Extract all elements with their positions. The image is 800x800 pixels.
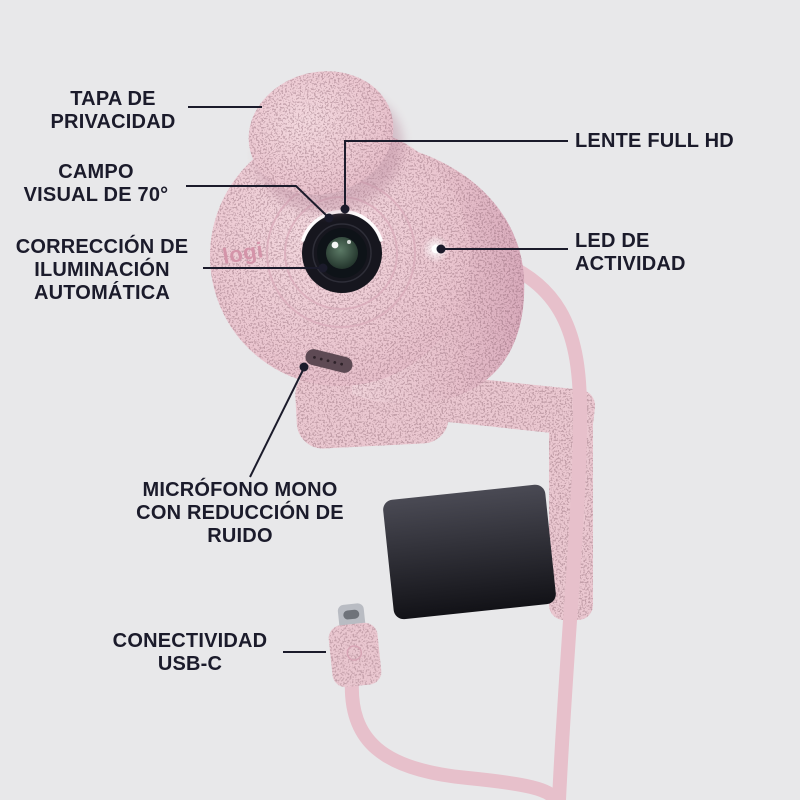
label-line: TAPA DE — [70, 88, 156, 110]
lens — [301, 209, 383, 293]
label-line: RUIDO — [207, 525, 273, 547]
privacy-cover — [248, 71, 394, 195]
label-full-hd-lens: LENTE FULL HD — [575, 130, 775, 153]
field-of-view-line — [186, 185, 334, 223]
microphone-line — [249, 362, 309, 478]
label-line: PRIVACIDAD — [50, 111, 176, 133]
label-line: CONECTIVIDAD — [112, 630, 268, 652]
led-line — [436, 244, 568, 254]
label-line: CORRECCIÓN DE — [15, 236, 189, 258]
label-line: CAMPO — [58, 161, 134, 183]
label-light-correction: CORRECCIÓN DE ILUMINACIÓN AUTOMÁTICA — [2, 236, 202, 305]
label-line: ACTIVIDAD — [575, 253, 686, 275]
label-field-of-view: CAMPO VISUAL DE 70° — [6, 161, 186, 207]
label-line: LENTE FULL HD — [575, 130, 734, 152]
label-activity-led: LED DE ACTIVIDAD — [575, 230, 735, 276]
label-line: VISUAL DE 70° — [23, 184, 169, 206]
label-line: ILUMINACIÓN — [34, 259, 170, 281]
label-usb-c: CONECTIVIDAD USB-C — [90, 630, 290, 676]
label-line: CON REDUCCIÓN DE — [136, 502, 344, 524]
label-line: MICRÓFONO MONO — [142, 479, 338, 501]
lens-line — [340, 140, 568, 214]
usb-c-connector — [328, 603, 382, 688]
label-line: AUTOMÁTICA — [33, 282, 171, 304]
label-line: LED DE — [575, 230, 650, 252]
callout-lines — [186, 106, 568, 653]
mount-pad — [383, 484, 556, 620]
label-microphone: MICRÓFONO MONO CON REDUCCIÓN DE RUIDO — [120, 479, 360, 548]
label-privacy-cover: TAPA DE PRIVACIDAD — [23, 88, 203, 134]
label-line: USB-C — [157, 653, 223, 675]
light-correction-line — [203, 263, 328, 273]
usb-cable — [473, 248, 588, 800]
connector-cable — [344, 673, 563, 800]
microphone — [305, 349, 353, 373]
